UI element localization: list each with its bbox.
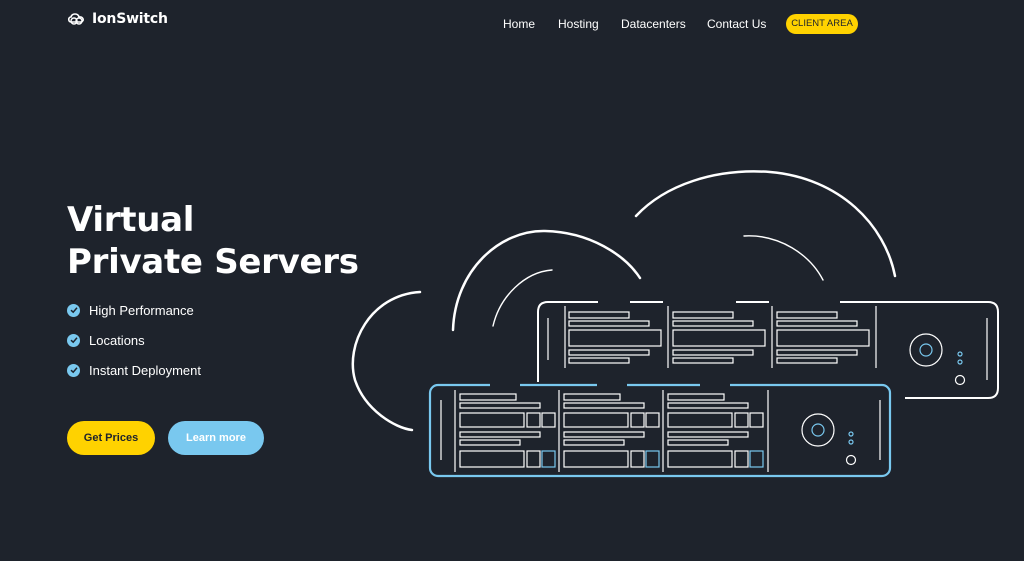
feature-label: Instant Deployment bbox=[89, 362, 202, 378]
check-icon bbox=[67, 333, 80, 347]
get-prices-button[interactable]: Get Prices bbox=[67, 421, 155, 455]
nav-home[interactable]: Home bbox=[503, 17, 536, 31]
cloud-outline bbox=[351, 170, 897, 432]
feature-label: Locations bbox=[89, 332, 145, 348]
cloud-inner-lines bbox=[492, 235, 824, 327]
brand-logo[interactable]: IonSwitch bbox=[67, 11, 168, 27]
feature-item: High Performance bbox=[67, 300, 201, 320]
back-server bbox=[537, 301, 999, 399]
hero-title: Virtual Private Servers bbox=[67, 199, 359, 283]
check-icon bbox=[67, 363, 80, 377]
back-server-details bbox=[547, 306, 988, 386]
main-nav: Home Hosting Datacenters Contact Us CLIE… bbox=[0, 14, 1024, 36]
feature-item: Locations bbox=[67, 330, 201, 350]
front-server-gaps bbox=[490, 383, 730, 388]
hero-title-line2: Private Servers bbox=[67, 242, 359, 282]
learn-more-button[interactable]: Learn more bbox=[168, 421, 264, 455]
feature-list: High Performance Locations Instant Deplo… bbox=[67, 300, 201, 390]
logo-icon bbox=[67, 11, 89, 27]
nav-hosting[interactable]: Hosting bbox=[558, 17, 599, 31]
client-area-button[interactable]: CLIENT AREA bbox=[786, 14, 858, 34]
hero-title-line1: Virtual bbox=[67, 200, 195, 240]
brand-name: IonSwitch bbox=[92, 11, 168, 27]
feature-label: High Performance bbox=[89, 302, 194, 318]
front-server-details bbox=[440, 390, 881, 472]
front-server bbox=[428, 383, 892, 478]
check-icon bbox=[67, 303, 80, 317]
nav-datacenters[interactable]: Datacenters bbox=[621, 17, 686, 31]
nav-contact[interactable]: Contact Us bbox=[707, 17, 767, 31]
feature-item: Instant Deployment bbox=[67, 360, 201, 380]
